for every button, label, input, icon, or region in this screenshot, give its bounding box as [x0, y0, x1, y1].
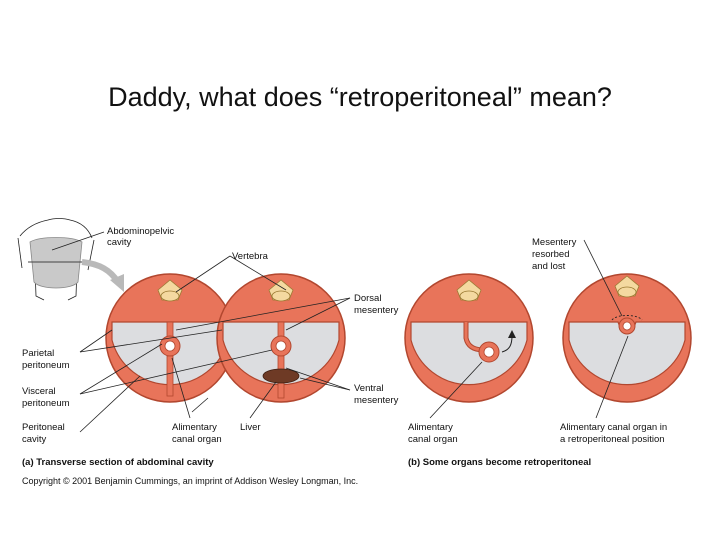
- vertebra-icon: [456, 279, 482, 302]
- label-mesentery-resorbed-3: and lost: [532, 261, 566, 272]
- label-alimentary-b: Alimentary: [408, 422, 453, 433]
- label-alimentary-b-2: canal organ: [408, 434, 458, 445]
- arrow-head-icon: [110, 274, 124, 292]
- label-ventral-mesentery: Ventral: [354, 383, 384, 394]
- label-vertebra: Vertebra: [232, 251, 269, 262]
- copyright-notice: Copyright © 2001 Benjamin Cummings, an i…: [22, 476, 358, 486]
- label-visceral-2: peritoneum: [22, 398, 70, 409]
- label-retroperitoneal: Alimentary canal organ in: [560, 422, 667, 433]
- label-alimentary-a: Alimentary: [172, 422, 217, 433]
- body-outline-icon: [17, 218, 95, 301]
- section-a2: [216, 273, 346, 403]
- label-dorsal-mesentery: Dorsal: [354, 293, 381, 304]
- label-peritoneal-cavity: Peritoneal: [22, 422, 65, 433]
- label-abdominopelvic: Abdominopelvic: [107, 226, 174, 237]
- label-dorsal-mesentery-2: mesentery: [354, 305, 399, 316]
- section-b1: [404, 273, 534, 403]
- leader-lines: [51, 231, 629, 433]
- section-b2: [562, 273, 692, 403]
- slide-title: Daddy, what does “retroperitoneal” mean?: [108, 82, 612, 112]
- vertebra-icon: [157, 279, 183, 302]
- label-mesentery-resorbed: Mesentery: [532, 237, 577, 248]
- label-parietal: Parietal: [22, 348, 54, 359]
- vertebra-icon: [614, 275, 640, 298]
- label-retroperitoneal-2: a retroperitoneal position: [560, 434, 665, 445]
- vertebra-icon: [268, 279, 294, 302]
- caption-b: (b) Some organs become retroperitoneal: [408, 457, 591, 468]
- label-parietal-2: peritoneum: [22, 360, 70, 371]
- label-visceral: Visceral: [22, 386, 56, 397]
- liver-shape: [262, 368, 300, 384]
- label-liver: Liver: [240, 422, 261, 433]
- label-alimentary-a-2: canal organ: [172, 434, 222, 445]
- label-abdominopelvic-2: cavity: [107, 237, 132, 248]
- label-mesentery-resorbed-2: resorbed: [532, 249, 570, 260]
- label-peritoneal-cavity-2: cavity: [22, 434, 47, 445]
- caption-a: (a) Transverse section of abdominal cavi…: [22, 457, 214, 468]
- label-ventral-mesentery-2: mesentery: [354, 395, 399, 406]
